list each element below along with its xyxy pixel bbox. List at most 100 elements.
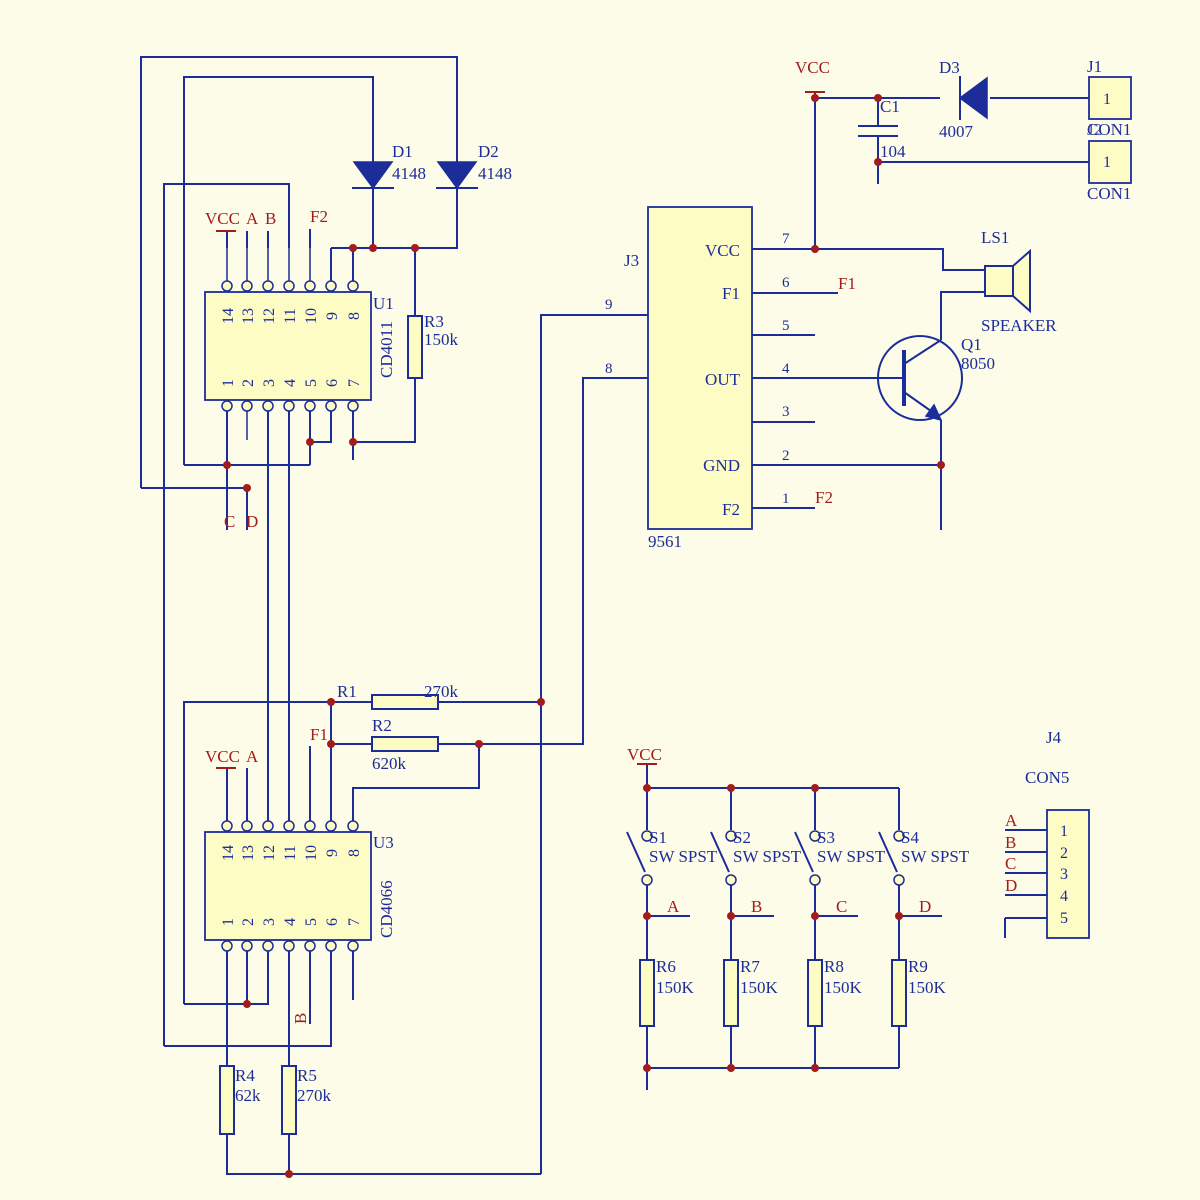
s2-value: SW SPST	[733, 847, 802, 866]
pin-number: 10	[303, 845, 320, 861]
u1-part: CD4011	[377, 321, 396, 378]
u1-net-b: B	[265, 209, 276, 228]
j4-body	[1046, 809, 1090, 939]
u1-top-pins	[221, 248, 359, 292]
u1-net-f2: F2	[310, 207, 328, 226]
wire	[226, 1134, 541, 1175]
pin-number: 1	[782, 491, 790, 507]
speaker-cone	[1012, 248, 1031, 314]
j2-value: CON1	[1087, 184, 1131, 203]
pin-number: 2	[240, 379, 257, 387]
u1-net-d: D	[246, 512, 258, 531]
pin-number: 7	[782, 231, 790, 247]
ground-icon	[862, 186, 894, 204]
vcc-switch: VCC	[627, 745, 662, 765]
r5-value: 270k	[297, 1086, 332, 1105]
u1-net-c: C	[224, 512, 235, 531]
j3-net-f2: F2	[815, 488, 833, 507]
s2-ref: S2	[733, 828, 751, 847]
pin-number: 6	[782, 275, 790, 291]
r9-resistor: R9 150K	[891, 957, 947, 1027]
wire	[183, 701, 372, 1004]
j1-value: CON1	[1087, 120, 1131, 139]
r8-value: 150K	[824, 978, 863, 997]
j3-pin-vcc: VCC	[705, 241, 740, 260]
pin-number: 3	[261, 918, 278, 926]
j3-pin-out: OUT	[705, 370, 741, 389]
wire	[940, 291, 985, 340]
pin-number: 11	[282, 845, 299, 860]
j3-9561: J3 9561 VCC F1 OUT GND F2 9 8 7 6 5 4 3 …	[605, 206, 856, 551]
pin-number: 3	[782, 404, 790, 420]
j3-body	[647, 206, 753, 530]
u3-top-pin-numbers: 14 13 12 11 10 9 8	[220, 845, 363, 861]
r7-value: 150K	[740, 978, 779, 997]
u3-part: CD4066	[377, 880, 396, 938]
pin-number: 12	[261, 308, 278, 324]
speaker-icon	[984, 265, 1014, 297]
u1-bottom-pin-numbers: 1 2 3 4 5 6 7	[220, 379, 363, 387]
ground-icon	[337, 1002, 369, 1020]
r7-resistor: R7 150K	[723, 957, 779, 1027]
vcc-top: VCC	[795, 58, 830, 93]
pin-number: 11	[282, 308, 299, 323]
pin-number: 4	[1060, 888, 1068, 905]
j4-value: CON5	[1025, 768, 1069, 787]
s1-ref: S1	[649, 828, 667, 847]
d2-symbol	[436, 161, 478, 190]
j3-part: 9561	[648, 532, 682, 551]
u1-cd4011: 14 13 12 11 10 9 8 1 2 3 4 5 6 7 U1 CD40…	[204, 207, 396, 531]
r4-ref: R4	[235, 1066, 255, 1085]
wire	[815, 248, 985, 271]
ground-icon	[337, 462, 369, 480]
pin-number: 9	[324, 849, 341, 857]
j1-ref: J1	[1087, 57, 1102, 76]
u3-bottom-pin-numbers: 1 2 3 4 5 6 7	[220, 918, 363, 926]
pin-number: 5	[782, 318, 790, 334]
u3-top-pins	[221, 790, 359, 832]
u3-ref: U3	[373, 833, 394, 852]
r6-value: 150K	[656, 978, 695, 997]
d3-value: 4007	[939, 122, 974, 141]
vcc-top-label: VCC	[795, 58, 830, 77]
pin-number: 6	[324, 379, 341, 387]
d2-value: 4148	[478, 164, 512, 183]
pin-number: 8	[346, 312, 363, 320]
pin-number: 14	[220, 308, 237, 324]
q1-outline	[877, 335, 963, 421]
u3-net-a: A	[246, 747, 259, 766]
pin-number: 9	[605, 297, 613, 313]
u3-bottom-pins	[221, 940, 359, 980]
pin-number: 4	[282, 918, 299, 926]
j2-pin: 1	[1103, 154, 1111, 171]
pin-number: 5	[1060, 910, 1068, 927]
r4-resistor: R4 62k	[219, 1065, 261, 1135]
ls1-value: SPEAKER	[981, 316, 1057, 335]
wire	[353, 378, 416, 443]
d1-symbol	[352, 161, 394, 190]
u3-vcc-label: VCC	[205, 747, 240, 766]
s2-net: B	[751, 897, 762, 916]
r9-ref: R9	[908, 957, 928, 976]
pin-number: 3	[1060, 866, 1068, 883]
j1-connector: 1 J1 CON1	[1087, 57, 1132, 139]
d3-symbol	[958, 76, 988, 120]
pin-number: 12	[261, 845, 278, 861]
junctions	[223, 94, 945, 1178]
d3-diode: D3 4007	[939, 58, 988, 141]
pin-number: 5	[303, 379, 320, 387]
j4-ref: J4	[1046, 728, 1062, 747]
j2-body	[1088, 140, 1132, 184]
u1-net-a: A	[246, 209, 259, 228]
r9-value: 150K	[908, 978, 947, 997]
c1-ref: C1	[880, 97, 900, 116]
d3-ref: D3	[939, 58, 960, 77]
s3-value: SW SPST	[817, 847, 886, 866]
j2-ref: J2	[1087, 120, 1102, 139]
wire	[373, 172, 458, 249]
j4-net-c: C	[1005, 854, 1016, 873]
d1-ref: D1	[392, 142, 413, 161]
q1-value: 8050	[961, 354, 995, 373]
j3-ref: J3	[624, 251, 639, 270]
